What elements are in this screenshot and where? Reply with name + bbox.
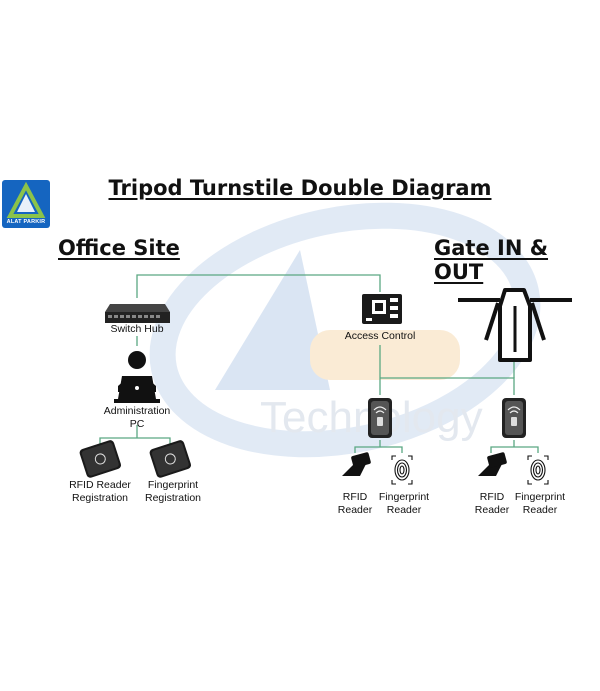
right-rfid-reader-label: RFID Reader bbox=[462, 491, 522, 517]
fingerprint-registration-label-line2: Registration bbox=[144, 492, 202, 504]
rfid-registration-label-line2: Registration bbox=[71, 492, 129, 504]
rfid-registration-label: RFID Reader Registration bbox=[60, 479, 140, 505]
right-rfid-reader-label-line2: Reader bbox=[474, 504, 510, 516]
fingerprint-registration-icon bbox=[149, 440, 192, 478]
rfid-reader-device-left-icon bbox=[368, 398, 392, 438]
switch-hub-label: Switch Hub bbox=[110, 323, 164, 335]
rfid-reader-device-right-icon bbox=[502, 398, 526, 438]
admin-pc-label-line2: PC bbox=[129, 418, 145, 430]
logo-text: ALAT PARKIR bbox=[6, 219, 46, 225]
access-control-board-icon bbox=[362, 294, 402, 324]
hand-card-left-icon bbox=[342, 452, 371, 476]
hand-card-right-icon bbox=[478, 452, 507, 476]
fingerprint-registration-label-line1: Fingerprint bbox=[147, 479, 199, 491]
diagram-title: Tripod Turnstile Double Diagram bbox=[108, 176, 492, 200]
triangle-logo-icon bbox=[6, 181, 46, 218]
right-fingerprint-reader-label-line2: Reader bbox=[522, 504, 558, 516]
admin-pc-label-line1: Administration bbox=[103, 405, 171, 417]
fingerprint-registration-label: Fingerprint Registration bbox=[133, 479, 213, 505]
right-rfid-reader-label-line1: RFID bbox=[479, 491, 505, 503]
right-fingerprint-reader-label-line1: Fingerprint bbox=[514, 491, 566, 503]
switch-hub-icon bbox=[105, 304, 170, 323]
fingerprint-right-icon bbox=[527, 455, 549, 485]
left-rfid-reader-label: RFID Reader bbox=[325, 491, 385, 517]
fingerprint-left-icon bbox=[391, 455, 413, 485]
left-fingerprint-reader-label: Fingerprint Reader bbox=[372, 491, 436, 517]
rfid-registration-icon bbox=[79, 440, 122, 478]
admin-pc-label: Administration PC bbox=[82, 405, 192, 431]
company-logo: ALAT PARKIR bbox=[2, 180, 50, 228]
left-fingerprint-reader-label-line1: Fingerprint bbox=[378, 491, 430, 503]
gate-heading: Gate IN & OUT bbox=[434, 236, 549, 284]
left-rfid-reader-label-line1: RFID bbox=[342, 491, 368, 503]
office-site-heading: Office Site bbox=[58, 236, 180, 260]
administrator-pc-icon bbox=[114, 351, 160, 403]
left-rfid-reader-label-line2: Reader bbox=[337, 504, 373, 516]
access-control-label: Access Control bbox=[344, 330, 416, 342]
tripod-turnstile-icon bbox=[458, 288, 572, 362]
right-fingerprint-reader-label: Fingerprint Reader bbox=[508, 491, 572, 517]
rfid-registration-label-line1: RFID Reader bbox=[69, 479, 131, 491]
left-fingerprint-reader-label-line2: Reader bbox=[386, 504, 422, 516]
